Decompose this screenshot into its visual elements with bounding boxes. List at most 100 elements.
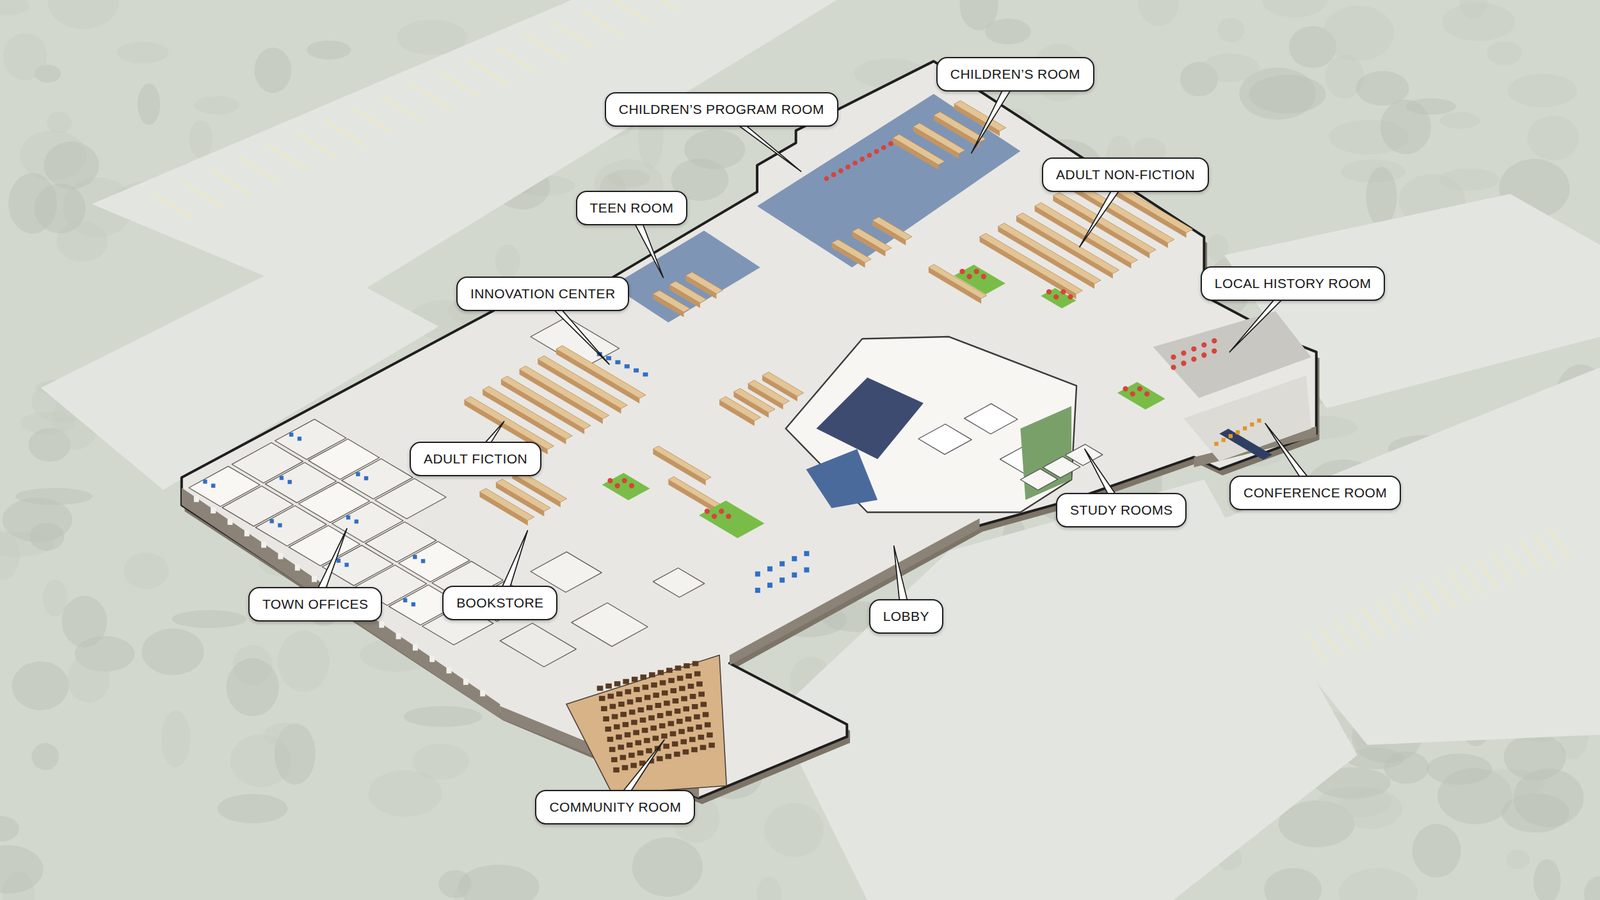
seat — [646, 705, 653, 711]
callout-label: STUDY ROOMS — [1056, 492, 1187, 528]
seat — [656, 755, 664, 761]
chair — [642, 372, 648, 377]
room-name: LOBBY — [883, 608, 930, 624]
room-name: CONFERENCE ROOM — [1243, 485, 1387, 501]
chair — [629, 483, 635, 489]
lobby-chair — [791, 556, 797, 562]
callout-leaders — [310, 74, 1321, 808]
callout-label: BOOKSTORE — [442, 585, 558, 621]
seat — [704, 721, 712, 728]
chair — [289, 432, 294, 437]
chair — [269, 519, 274, 523]
seat — [666, 667, 673, 673]
window — [193, 496, 200, 503]
seat — [679, 686, 686, 692]
window — [210, 507, 216, 514]
stone-wall — [729, 518, 980, 666]
chair — [354, 519, 359, 524]
room-name: LOCAL HISTORY ROOM — [1214, 275, 1372, 292]
chair — [974, 268, 980, 274]
seat — [633, 686, 640, 692]
chair — [1201, 352, 1207, 358]
callout-label: ADULT NON-FICTION — [1041, 157, 1209, 192]
chair — [279, 475, 284, 480]
window — [412, 644, 418, 651]
seat — [693, 714, 701, 720]
room-name: TEEN ROOM — [590, 200, 674, 216]
seat — [672, 698, 680, 704]
chair — [421, 558, 425, 563]
callout-label: CHILDREN’S ROOM — [936, 56, 1095, 92]
chair — [1060, 289, 1066, 295]
chair — [1256, 418, 1261, 423]
room-name: ADULT FICTION — [423, 451, 528, 467]
lobby-chair — [803, 551, 809, 557]
seat — [700, 744, 707, 751]
chair — [622, 478, 628, 484]
seat — [674, 708, 681, 714]
building-floor — [181, 61, 1317, 799]
seat — [615, 734, 623, 740]
callout-label: CONFERENCE ROOM — [1229, 475, 1401, 511]
seat — [609, 746, 616, 752]
room — [918, 424, 972, 455]
chair — [1191, 356, 1197, 362]
chair — [1180, 360, 1186, 366]
seat — [652, 692, 660, 698]
lobby-chair — [755, 571, 761, 577]
seat — [652, 735, 660, 741]
seat — [600, 705, 608, 712]
seat — [675, 665, 682, 671]
seat — [637, 750, 644, 756]
lobby-chair — [779, 577, 785, 583]
seat — [698, 691, 705, 697]
chair — [614, 483, 620, 489]
chair — [606, 355, 612, 360]
lobby-chair — [791, 572, 797, 578]
seat — [618, 701, 625, 707]
seat — [670, 688, 678, 694]
chair — [607, 478, 613, 484]
seat — [676, 718, 683, 724]
chair — [1228, 433, 1233, 438]
window — [295, 564, 301, 571]
seat — [624, 732, 632, 738]
chair — [633, 368, 639, 372]
chair — [859, 156, 865, 162]
bookshelf-side — [556, 348, 640, 404]
chair — [344, 562, 349, 567]
staff-area — [806, 448, 879, 508]
window — [429, 656, 435, 663]
seat — [691, 704, 699, 710]
seat — [635, 696, 642, 703]
seat — [607, 693, 614, 699]
lobby-chair — [779, 561, 785, 567]
seat — [609, 704, 617, 710]
room-floor — [1183, 375, 1311, 462]
seat — [635, 739, 642, 745]
callout-label: LOCAL HISTORY ROOM — [1200, 266, 1386, 301]
room-name: INNOVATION CENTER — [470, 286, 616, 302]
seat — [696, 681, 703, 687]
chair — [1180, 350, 1186, 356]
window — [480, 689, 486, 697]
seat — [650, 725, 657, 731]
seat — [668, 720, 675, 726]
seat — [692, 661, 699, 667]
chair — [211, 483, 216, 488]
rug — [698, 500, 765, 539]
seat — [648, 714, 655, 720]
seat — [611, 714, 619, 720]
seat — [663, 700, 671, 706]
chair — [967, 273, 973, 280]
window — [261, 541, 267, 548]
seat — [640, 674, 647, 680]
chair — [202, 479, 207, 484]
chair — [959, 268, 965, 274]
window — [311, 576, 317, 583]
chair — [852, 160, 858, 166]
chair — [1170, 364, 1176, 370]
seat — [673, 751, 681, 757]
